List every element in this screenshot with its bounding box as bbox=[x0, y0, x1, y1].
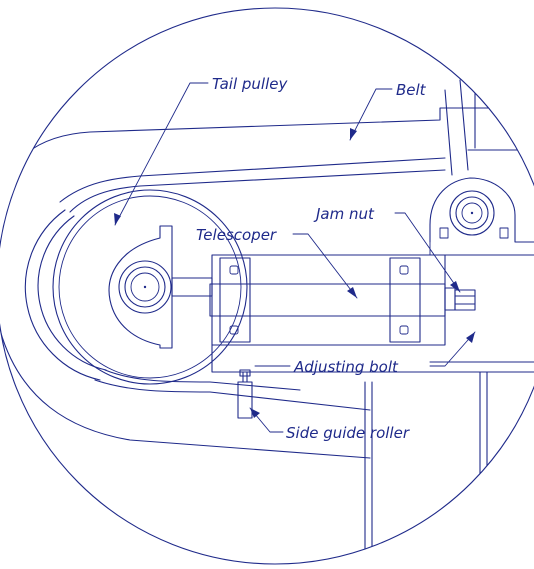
arrow-belt bbox=[350, 128, 357, 140]
side-guide-roller bbox=[237, 381, 253, 419]
detail-circle-outline bbox=[0, 7, 534, 565]
label-jam-nut: Jam nut bbox=[313, 205, 375, 223]
pillow-block-bearing bbox=[429, 177, 534, 243]
bolt-hole-tr bbox=[399, 265, 409, 275]
belt-upper-run-outer bbox=[59, 157, 446, 203]
bolt-hole-tl bbox=[229, 265, 239, 275]
leader-tail-pulley bbox=[114, 82, 209, 226]
arrow-telescoper bbox=[347, 287, 357, 298]
pillow-block-base bbox=[429, 241, 534, 256]
pillow-block-bore-outer bbox=[449, 190, 495, 236]
arrow-jam-nut bbox=[450, 281, 460, 292]
pillow-block-bore-inner bbox=[461, 202, 483, 224]
guard-outline-lower bbox=[0, 329, 371, 459]
telescoper-frame-plate bbox=[211, 254, 446, 346]
mount-plate-right bbox=[389, 257, 421, 343]
belt-wrap-outer bbox=[24, 209, 101, 381]
leader-adjusting-bolt bbox=[429, 331, 476, 367]
upright-post bbox=[444, 79, 534, 176]
label-adjusting-bolt: Adjusting bolt bbox=[293, 358, 399, 376]
arrow-tail-pulley bbox=[114, 213, 121, 225]
tail-pulley-bearing-block bbox=[108, 225, 173, 349]
arrow-side-guide-roller bbox=[250, 408, 260, 418]
bolt-hole-bl bbox=[229, 325, 239, 335]
jam-nut bbox=[454, 289, 476, 311]
jam-nut-inner bbox=[444, 287, 456, 311]
belt-lower-run-inner bbox=[104, 369, 301, 391]
label-telescoper: Telescoper bbox=[196, 226, 277, 244]
pillow-block-center bbox=[470, 211, 474, 215]
belt-upper-run-inner bbox=[69, 169, 446, 213]
tail-pulley-center bbox=[143, 285, 147, 289]
tail-pulley-rim bbox=[52, 189, 248, 385]
arrow-adjusting-bolt bbox=[466, 332, 475, 343]
jam-nut-faces bbox=[454, 295, 476, 305]
label-side-guide-roller: Side guide roller bbox=[286, 424, 410, 442]
upright-post-plate bbox=[474, 59, 534, 149]
side-guide-roller-stem bbox=[242, 371, 248, 383]
side-guide-roller-cap bbox=[239, 369, 251, 377]
belt-wrap-inner bbox=[37, 215, 107, 371]
tail-pulley-hub-outer bbox=[118, 260, 172, 314]
tail-pulley-hub-inner bbox=[130, 272, 160, 302]
mount-plate-left bbox=[219, 257, 251, 343]
leader-side-guide-roller bbox=[249, 407, 284, 433]
pillow-block-foot-right bbox=[499, 227, 509, 239]
pulley-shaft bbox=[171, 277, 213, 297]
leader-telescoper bbox=[292, 233, 358, 299]
leader-belt bbox=[349, 88, 393, 141]
pillow-block-bore bbox=[455, 196, 489, 230]
frame-bottom-edge bbox=[211, 344, 534, 373]
tail-pulley-hub bbox=[124, 266, 166, 308]
pillow-block-foot-left bbox=[439, 227, 449, 239]
telescoper-tube bbox=[209, 283, 446, 317]
label-tail-pulley: Tail pulley bbox=[212, 75, 288, 93]
tail-pulley-inner-rim bbox=[58, 195, 242, 379]
guard-outline bbox=[0, 107, 534, 211]
belt-lower-run-outer bbox=[94, 379, 371, 411]
bolt-hole-br bbox=[399, 325, 409, 335]
leader-jam-nut bbox=[394, 212, 461, 293]
label-belt: Belt bbox=[396, 81, 427, 99]
